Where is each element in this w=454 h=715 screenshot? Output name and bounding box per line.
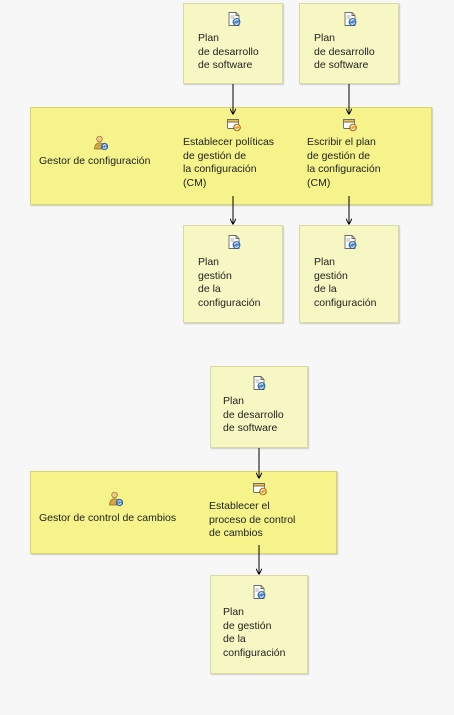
artifact-label: Plan gestión de la configuración: [314, 256, 377, 309]
task-label-escribir-plan[interactable]: Escribir el plan de gestión de la config…: [307, 136, 381, 189]
task-label-establecer-proceso[interactable]: Establecer el proceso de control de camb…: [209, 500, 296, 539]
task-icon: [226, 116, 242, 132]
artifact-icon: [342, 11, 358, 27]
artifact-label: Plan gestión de la configuración: [198, 256, 261, 309]
task-icon: [252, 480, 268, 496]
role-band-gestor-control-cambios: Gestor de control de cambios Establecer …: [30, 471, 337, 554]
output-artifact-2[interactable]: Plan gestión de la configuración: [299, 225, 399, 323]
role-icon: [93, 135, 109, 151]
output-artifact-3[interactable]: Plan de gestión de la configuración: [210, 575, 308, 674]
role-label[interactable]: Gestor de control de cambios: [39, 512, 177, 524]
role-band-gestor-configuracion: Gestor de configuración Establecer polít…: [30, 107, 432, 205]
artifact-icon: [342, 234, 358, 250]
artifact-icon: [251, 375, 267, 391]
task-icon: [342, 116, 358, 132]
role-label[interactable]: Gestor de configuración: [39, 155, 151, 167]
task-label-establecer-politicas[interactable]: Establecer políticas de gestión de la co…: [183, 136, 275, 189]
artifact-label: Plan de desarrollo de software: [223, 395, 284, 434]
input-artifact-1[interactable]: Plan de desarrollo de software: [183, 3, 283, 84]
role-icon: [108, 491, 124, 507]
artifact-icon: [226, 11, 242, 27]
output-artifact-1[interactable]: Plan gestión de la configuración: [183, 225, 283, 323]
artifact-label: Plan de desarrollo de software: [314, 32, 375, 71]
artifact-label: Plan de gestión de la configuración: [223, 606, 286, 659]
artifact-icon: [226, 234, 242, 250]
input-artifact-2[interactable]: Plan de desarrollo de software: [299, 3, 399, 84]
artifact-label: Plan de desarrollo de software: [198, 32, 259, 71]
input-artifact-3[interactable]: Plan de desarrollo de software: [210, 366, 308, 448]
artifact-icon: [251, 584, 267, 600]
